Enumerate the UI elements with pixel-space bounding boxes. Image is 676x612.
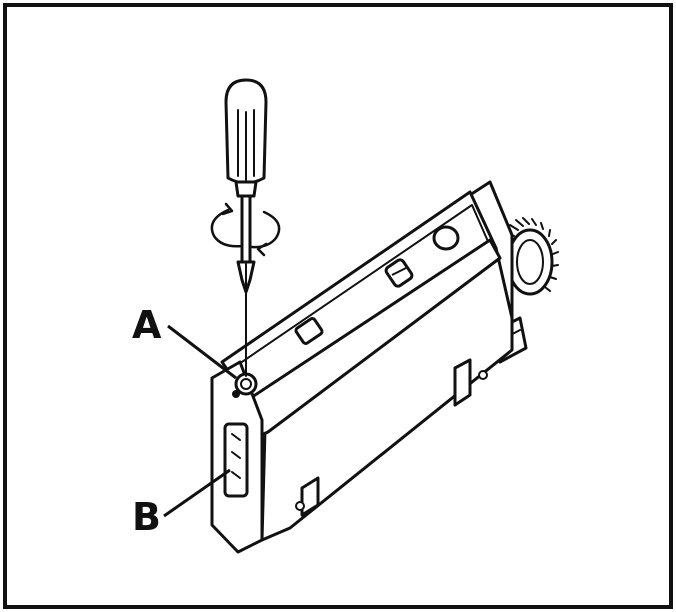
connector-icon	[504, 217, 559, 296]
callout-b: B	[132, 468, 231, 539]
leader-line-b	[163, 468, 231, 518]
sensor-amplifier-illustration	[210, 180, 559, 554]
callout-a: A	[132, 303, 237, 380]
leader-line-a	[167, 324, 237, 380]
top-indicators	[294, 225, 460, 345]
indicator-slot-icon	[384, 258, 414, 288]
indicator-round-icon	[432, 225, 460, 251]
screwdriver-icon	[224, 78, 268, 377]
indicator-square-icon	[294, 317, 324, 345]
label-a: A	[132, 303, 162, 347]
rotation-arrows-icon	[210, 202, 281, 257]
label-b: B	[132, 495, 161, 539]
